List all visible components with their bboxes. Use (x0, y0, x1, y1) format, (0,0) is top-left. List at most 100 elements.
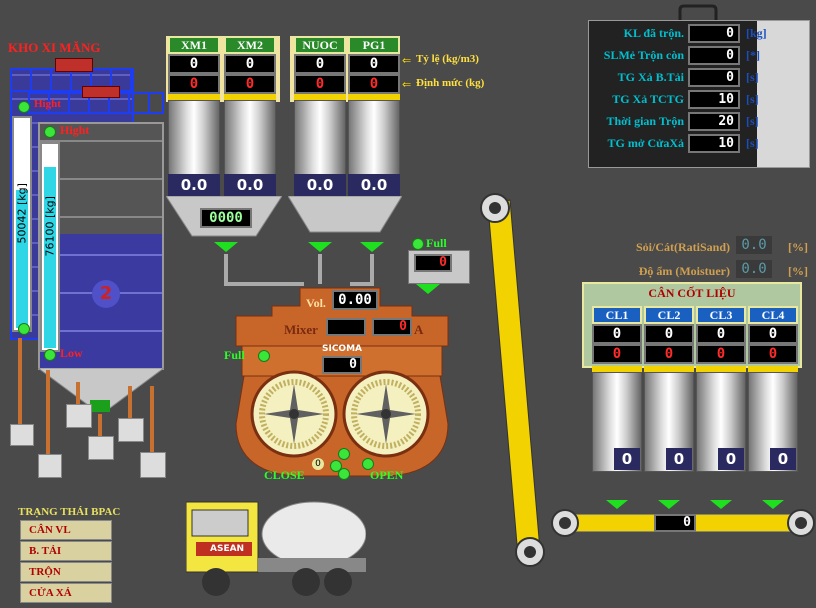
agg-bin-ratio: 0 (696, 324, 746, 344)
pipe (224, 282, 304, 286)
sand-ratio-value: 0.0 (736, 236, 772, 254)
bin-norm: 0 (294, 74, 346, 94)
info-value[interactable]: 0 (688, 46, 740, 65)
agg-bin-rim (748, 366, 798, 372)
info-panel-handle (678, 4, 718, 24)
bin-norm: 0 (224, 74, 276, 94)
agg-bin-label: CL3 (696, 306, 746, 324)
silo1-level-gauge (12, 116, 32, 332)
valve-arrow-icon (360, 242, 384, 252)
status-item[interactable]: CÂN VL (20, 520, 112, 540)
agg-valve-arrow-icon (606, 500, 628, 509)
silo-leg (10, 424, 34, 446)
info-unit: [kg] (746, 26, 767, 40)
info-value[interactable]: 10 (688, 134, 740, 153)
silo-leg (140, 452, 166, 478)
ratio-arrow-icon: ⇐ (402, 54, 412, 67)
pipe (370, 254, 374, 284)
mixer-open-button[interactable]: OPEN (370, 468, 404, 482)
bin-ratio: 0 (224, 54, 276, 74)
bin-ratio: 0 (168, 54, 220, 74)
agg-bin-weight: 0 (770, 448, 796, 470)
gate-led-top (338, 448, 350, 460)
conveyor-pulley-icon (551, 509, 579, 537)
mixer-label: Mixer (284, 322, 318, 337)
silo-leg (98, 414, 102, 438)
status-item[interactable]: B. TẢI (20, 541, 112, 561)
info-unit: [s] (746, 70, 759, 84)
status-item[interactable]: TRỘN (20, 562, 112, 582)
silo1-high-led (18, 101, 30, 113)
bin-rim (168, 94, 220, 100)
full-hopper-arrow-icon (416, 284, 440, 294)
info-unit: [s] (746, 136, 759, 150)
bin-norm: 0 (348, 74, 400, 94)
info-value[interactable]: 20 (688, 112, 740, 131)
mixer-amp-value: 0 (372, 318, 412, 336)
agg-bin-weight: 0 (718, 448, 744, 470)
agg-bin-weight: 0 (666, 448, 692, 470)
bin-norm: 0 (168, 74, 220, 94)
info-label: KL đã trộn. (623, 26, 684, 40)
pipe (318, 254, 322, 284)
info-label: SLMẻ Trộn còn (603, 48, 684, 62)
silo-leg (150, 386, 154, 454)
silo-leg (46, 370, 50, 454)
mixer-full-led (258, 350, 270, 362)
info-label: TG Xả B.Tải (617, 70, 684, 84)
agg-bin-ratio: 0 (592, 324, 642, 344)
silo2-high-led (44, 126, 56, 138)
gate-open-led (362, 458, 374, 470)
agg-bin-ratio: 0 (644, 324, 694, 344)
bin-rim (348, 94, 400, 100)
sand-ratio-unit: [%] (788, 240, 808, 254)
bin-weight: 0.0 (168, 174, 220, 196)
valve-arrow-icon (308, 242, 332, 252)
full-hopper-value: 0 (414, 254, 452, 272)
sand-ratio-label: Sỏi/Cát(RatiSand) (635, 240, 730, 254)
legend-ratio: Tỷ lệ (kg/m3) (416, 53, 479, 65)
mixer-truck (186, 501, 366, 596)
norm-arrow-icon: ⇐ (402, 78, 412, 91)
mixer-status-box (326, 318, 366, 336)
agg-bin-norm: 0 (748, 344, 798, 364)
moisture-label: Độ ẩm (Moistuer) (638, 264, 730, 278)
silo1-vent (55, 58, 93, 72)
silo2-low-label: Low (60, 346, 83, 360)
silo-leg (76, 382, 80, 406)
mixer-vol-label: Vol. (306, 296, 326, 310)
mixer-full-label: Full (224, 348, 245, 362)
info-value[interactable]: 10 (688, 90, 740, 109)
info-value[interactable]: 0 (688, 24, 740, 43)
mixer-close-button[interactable]: CLOSE (264, 468, 305, 482)
silo-leg (118, 418, 144, 442)
agg-bin-norm: 0 (644, 344, 694, 364)
mixer-amp-unit: A (414, 322, 424, 337)
agg-bin-label: CL2 (644, 306, 694, 324)
silo2-level-gauge (40, 142, 60, 352)
silo2-vent (82, 86, 120, 98)
info-unit: [s] (746, 114, 759, 128)
info-value[interactable]: 0 (688, 68, 740, 87)
conveyor-weight: 0 (654, 514, 696, 532)
mixer-count: 0 (322, 356, 362, 374)
gate-led-bottom (338, 468, 350, 480)
silo-leg (38, 454, 62, 478)
silo-leg (128, 386, 132, 420)
full-hopper-label: Full (426, 236, 447, 250)
info-label: Thời gian Trộn (606, 114, 684, 128)
agg-bin-rim (644, 366, 694, 372)
status-item[interactable]: CỬA XẢ (20, 583, 112, 603)
status-title: TRẠNG THÁI BPAC (18, 506, 121, 518)
silo2-cone (38, 368, 164, 412)
silo-leg (66, 404, 92, 428)
info-unit: [s] (746, 92, 759, 106)
legend-norm: Định mức (kg) (416, 77, 485, 89)
mixer-drum-left (250, 370, 338, 458)
agg-bin-ratio: 0 (748, 324, 798, 344)
agg-bin-label: CL1 (592, 306, 642, 324)
silo2-high-label: Hight (60, 123, 90, 137)
bin-rim (224, 94, 276, 100)
silo2-level-fill (44, 166, 56, 348)
info-label: TG mở CửaXả (607, 136, 684, 150)
